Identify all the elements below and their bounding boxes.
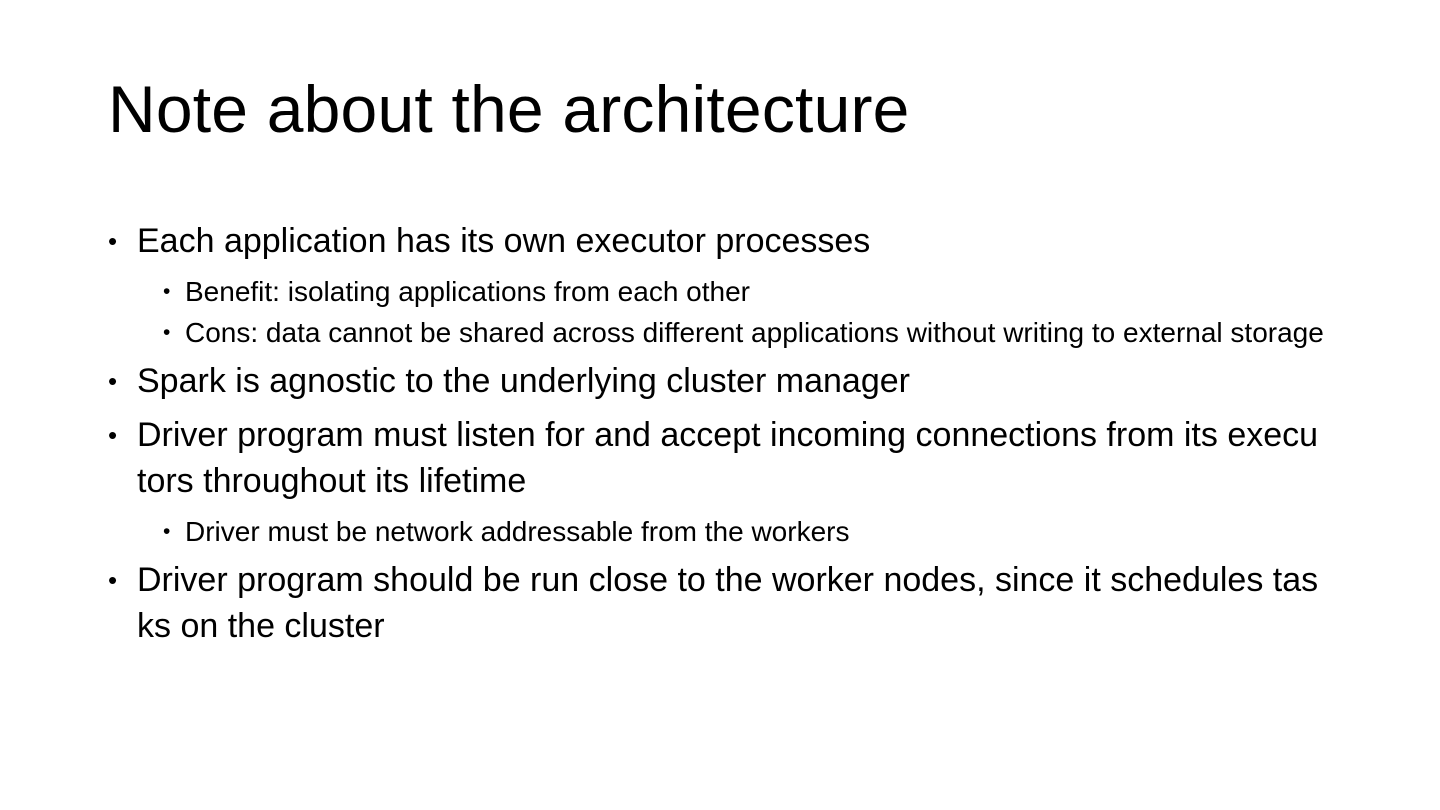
list-item: • Each application has its own executor …: [108, 218, 1326, 264]
list-item: • Benefit: isolating applications from e…: [163, 272, 1326, 311]
bullet-marker-icon: •: [163, 520, 171, 543]
list-item-text: Each application has its own executor pr…: [137, 222, 871, 260]
bullet-marker-icon: •: [163, 321, 171, 344]
bullet-marker-icon: •: [108, 366, 118, 396]
bullet-marker-icon: •: [108, 226, 118, 256]
list-item: • Driver program should be run close to …: [108, 557, 1326, 649]
list-item-text: Driver must be network addressable from …: [185, 516, 850, 547]
list-item: • Driver program must listen for and acc…: [108, 412, 1326, 504]
list-item-text: Cons: data cannot be shared across diffe…: [185, 317, 1324, 348]
bullet-marker-icon: •: [108, 565, 118, 595]
list-item: • Cons: data cannot be shared across dif…: [163, 313, 1326, 352]
bullet-marker-icon: •: [163, 280, 171, 303]
list-item-text: Driver program must listen for and accep…: [137, 416, 1319, 500]
list-item: • Spark is agnostic to the underlying cl…: [108, 358, 1326, 404]
list-item-text: Driver program should be run close to th…: [137, 561, 1319, 645]
list-item: • Driver must be network addressable fro…: [163, 512, 1326, 551]
slide-body-bullet-list: • Each application has its own executor …: [108, 218, 1326, 657]
page-title: Note about the architecture: [108, 72, 910, 146]
bullet-marker-icon: •: [108, 420, 118, 450]
list-item-text: Benefit: isolating applications from eac…: [185, 276, 750, 307]
list-item-text: Spark is agnostic to the underlying clus…: [137, 362, 910, 400]
